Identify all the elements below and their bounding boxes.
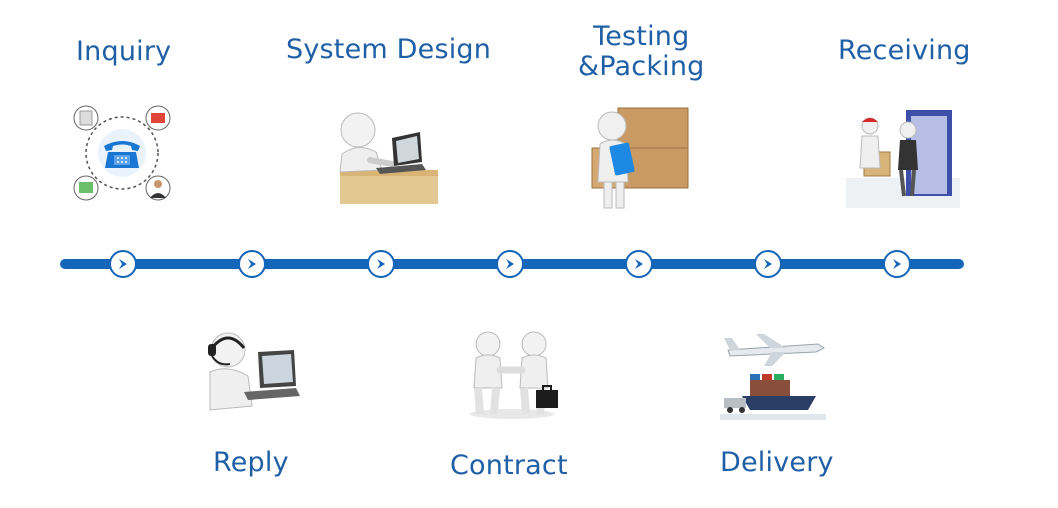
timeline-node-5: [625, 250, 653, 278]
step-label-testing-line2: &Packing: [578, 51, 705, 82]
phone-inquiry-illustration: [73, 105, 171, 201]
phone-icon: [104, 141, 140, 168]
arrow-node-icon: [893, 259, 901, 269]
step-label-inquiry: Inquiry: [76, 36, 172, 67]
boxes-clipboard-illustration: [591, 107, 689, 209]
step-label-system-design: System Design: [286, 34, 492, 65]
arrow-node-icon: [635, 259, 643, 269]
arrow-node-icon: [119, 259, 127, 269]
headset-support-illustration: [208, 332, 300, 411]
arrow-node-icon: [248, 259, 256, 269]
timeline-node-6: [754, 250, 782, 278]
step-label-testing-line1: Testing: [593, 21, 690, 52]
arrow-node-icon: [377, 259, 385, 269]
step-label-delivery: Delivery: [720, 447, 834, 478]
arrow-node-icon: [506, 259, 514, 269]
handshake-illustration: [470, 331, 558, 419]
step-label-receiving: Receiving: [838, 35, 971, 66]
arrow-node-icon: [764, 259, 772, 269]
timeline-node-7: [883, 250, 911, 278]
step-label-contract: Contract: [450, 450, 568, 481]
timeline-node-3: [367, 250, 395, 278]
door-receiving-illustration: [846, 110, 960, 208]
timeline-node-1: [109, 250, 137, 278]
step-label-reply: Reply: [213, 447, 289, 478]
plane-ship-illustration: [720, 334, 826, 420]
timeline-node-2: [238, 250, 266, 278]
laptop-design-illustration: [339, 112, 438, 204]
step-label-testing-packing: Testing &Packing: [578, 22, 705, 82]
timeline-node-4: [496, 250, 524, 278]
